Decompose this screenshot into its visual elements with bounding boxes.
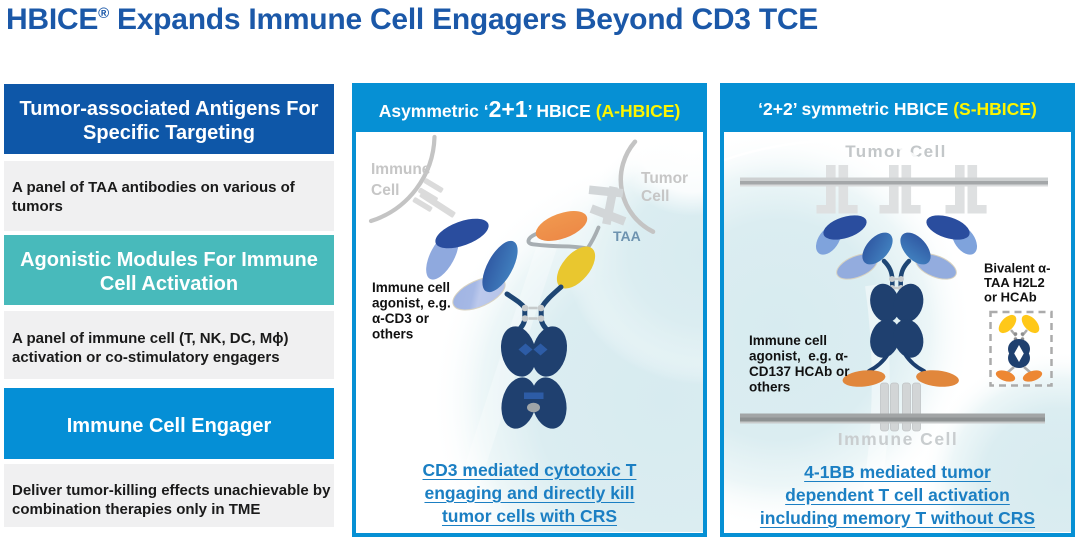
svg-text:agonist, e.g. α-: agonist, e.g. α- xyxy=(749,349,848,364)
svg-text:α-CD3 or: α-CD3 or xyxy=(372,311,430,326)
svg-text:Tumor: Tumor xyxy=(641,170,688,187)
svg-text:Immune cell: Immune cell xyxy=(372,280,450,295)
svg-text:or HCAb: or HCAb xyxy=(984,290,1037,305)
svg-text:Immune Cell: Immune Cell xyxy=(838,429,959,449)
svg-text:Cell: Cell xyxy=(371,182,399,199)
svg-text:TAA H2L2: TAA H2L2 xyxy=(984,275,1045,290)
svg-text:others: others xyxy=(372,327,413,342)
svg-text:others: others xyxy=(749,380,790,395)
svg-text:Bivalent α-: Bivalent α- xyxy=(984,261,1051,276)
svg-text:Tumor Cell: Tumor Cell xyxy=(845,142,947,161)
svg-text:TAA: TAA xyxy=(613,228,641,244)
svg-text:CD137 HCAb or: CD137 HCAb or xyxy=(749,364,850,379)
svg-text:Immune: Immune xyxy=(371,161,431,178)
svg-text:Cell: Cell xyxy=(641,188,669,205)
svg-text:agonist, e.g.: agonist, e.g. xyxy=(372,296,451,311)
svg-text:Immune cell: Immune cell xyxy=(749,333,827,348)
